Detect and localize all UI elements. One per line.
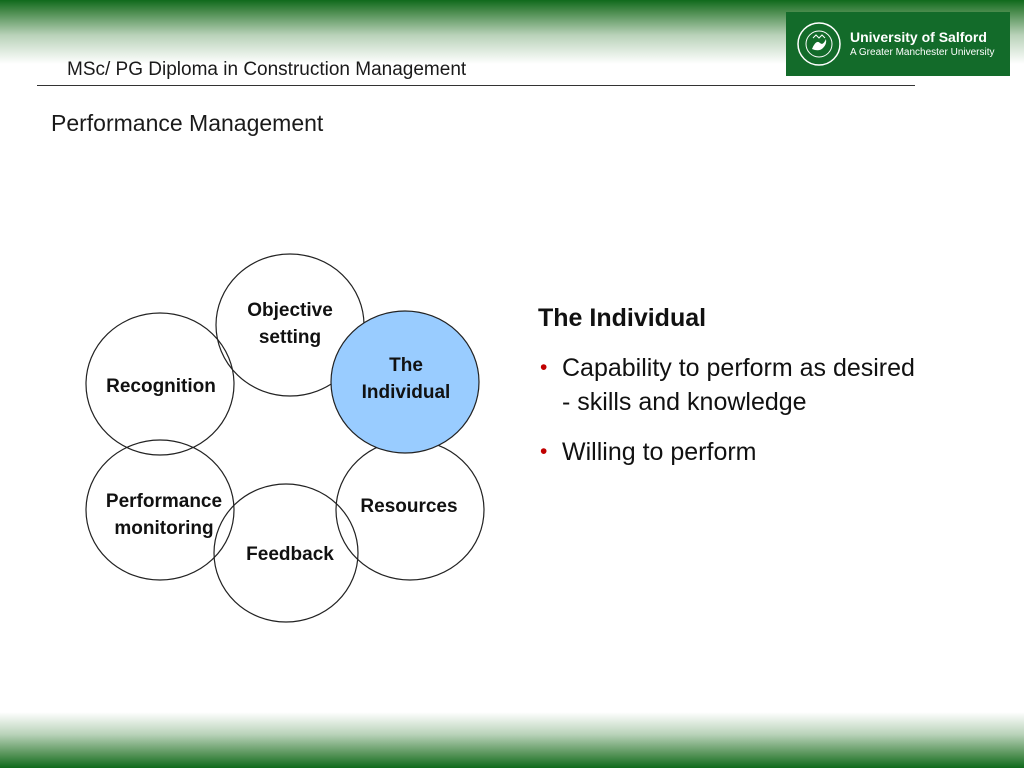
node-label-recognition: Recognition xyxy=(106,376,216,397)
bullet-subtext: - skills and knowledge xyxy=(562,388,807,416)
course-title: MSc/ PG Diploma in Construction Manageme… xyxy=(67,59,467,80)
detail-panel: The Individual • Capability to perform a… xyxy=(538,304,978,485)
node-label-monitoring-line2: monitoring xyxy=(114,518,213,539)
footer-band xyxy=(0,712,1024,768)
node-the-individual xyxy=(330,310,480,454)
logo-tagline: A Greater Manchester University xyxy=(850,46,995,58)
bullet-capability: • Capability to perform as desired - ski… xyxy=(538,351,978,419)
node-recognition xyxy=(85,312,235,456)
panel-title: The Individual xyxy=(538,304,707,332)
node-label-individual-line1: The xyxy=(389,355,423,376)
node-performance-monitoring xyxy=(85,439,235,581)
page-title: Performance Management xyxy=(51,110,324,136)
bullet-willing: • Willing to perform xyxy=(538,435,978,469)
node-label-objective-line1: Objective xyxy=(247,300,333,321)
node-label-objective-line2: setting xyxy=(259,327,321,348)
university-seal-icon xyxy=(797,22,841,66)
bullet-dot-icon: • xyxy=(540,356,548,379)
logo-name: University of Salford xyxy=(850,28,987,45)
bullet-text: Capability to perform as desired xyxy=(562,354,915,382)
node-feedback xyxy=(213,483,359,623)
bullet-text: Willing to perform xyxy=(562,438,757,466)
university-logo: University of Salford A Greater Manchest… xyxy=(786,12,1010,76)
node-label-feedback: Feedback xyxy=(246,544,334,565)
bullet-dot-icon: • xyxy=(540,440,548,463)
node-label-individual-line2: Individual xyxy=(362,382,451,403)
performance-cycle-diagram: Objective setting The Individual Resourc… xyxy=(85,253,485,623)
node-label-monitoring-line1: Performance xyxy=(106,491,222,512)
header-divider xyxy=(37,85,915,86)
node-label-resources: Resources xyxy=(360,496,457,517)
